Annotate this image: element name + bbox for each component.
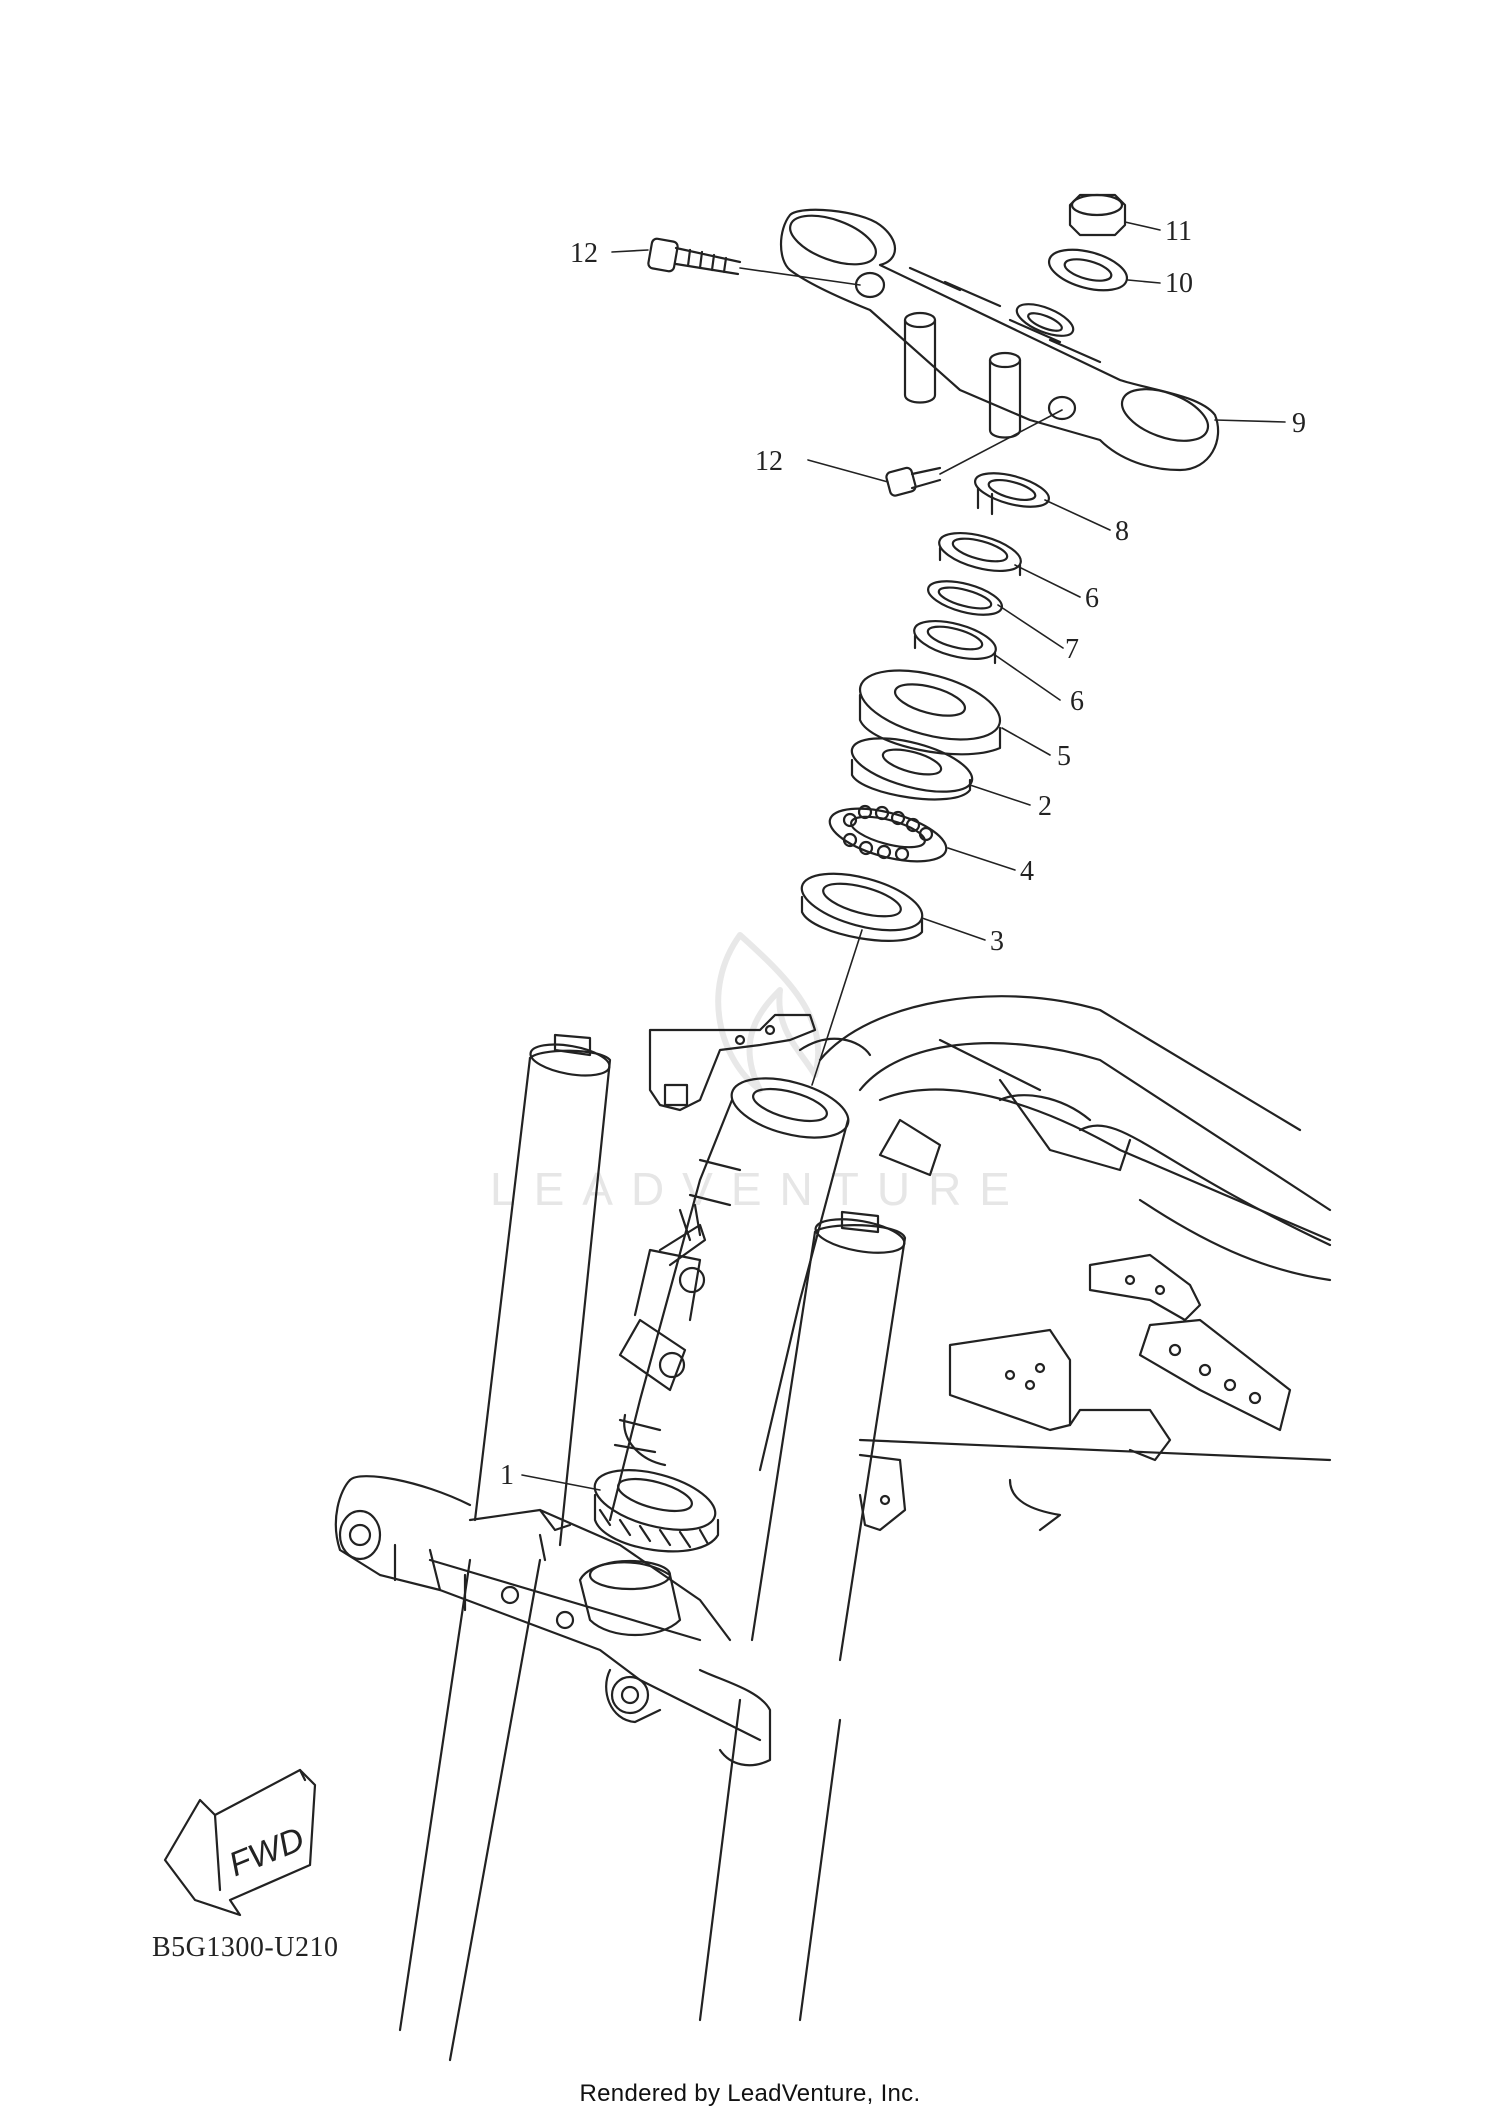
dust-seal [858,669,1002,756]
callout-3: 3 [990,926,1004,957]
washer [1047,248,1129,292]
callout-2: 2 [1038,791,1052,822]
ring-nut-lower [913,620,997,665]
watermark-text: LEADVENTURE [490,1163,1028,1215]
lower-bracket [334,1475,772,1767]
ball-bearing [828,804,948,863]
bolt-lower [885,409,1063,497]
upper-bracket [780,208,1220,472]
fork-left [398,1033,612,2062]
callout-9: 9 [1292,408,1306,439]
bearing-race-upper [850,737,974,801]
callout-7: 7 [1065,634,1079,665]
callout-6-upper: 6 [1085,583,1099,614]
frame-bracket-lower [858,1328,1332,1532]
ring-washer [927,580,1003,616]
frame-head [648,995,1332,1282]
render-credit: Rendered by LeadVenture, Inc. [579,2080,921,2107]
steering-stem [613,1158,742,1467]
callout-5: 5 [1057,741,1071,772]
frame-bracket-upper [1088,1253,1292,1432]
callout-12-lower: 12 [755,446,783,477]
callout-11: 11 [1165,216,1192,247]
callout-4: 4 [1020,856,1034,887]
watermark-flame-icon [715,932,822,1093]
bolt-upper [647,237,861,286]
fwd-label: FWD [224,1820,310,1884]
callout-8: 8 [1115,516,1129,547]
callout-10: 10 [1165,268,1193,299]
head-tube [608,1077,850,1522]
callout-1: 1 [500,1460,514,1491]
diagram-code: B5G1300-U210 [152,1932,339,1963]
leader-lines [521,221,1286,1491]
forward-arrow-icon: FWD [163,1768,317,1917]
ring-nut-upper [938,532,1022,577]
steering-nut [1068,193,1127,237]
callout-6-lower: 6 [1070,686,1084,717]
fork-right [698,1210,907,2022]
callout-12-upper: 12 [570,238,598,269]
lock-washer [974,472,1050,516]
lower-bearing [593,1469,720,1553]
